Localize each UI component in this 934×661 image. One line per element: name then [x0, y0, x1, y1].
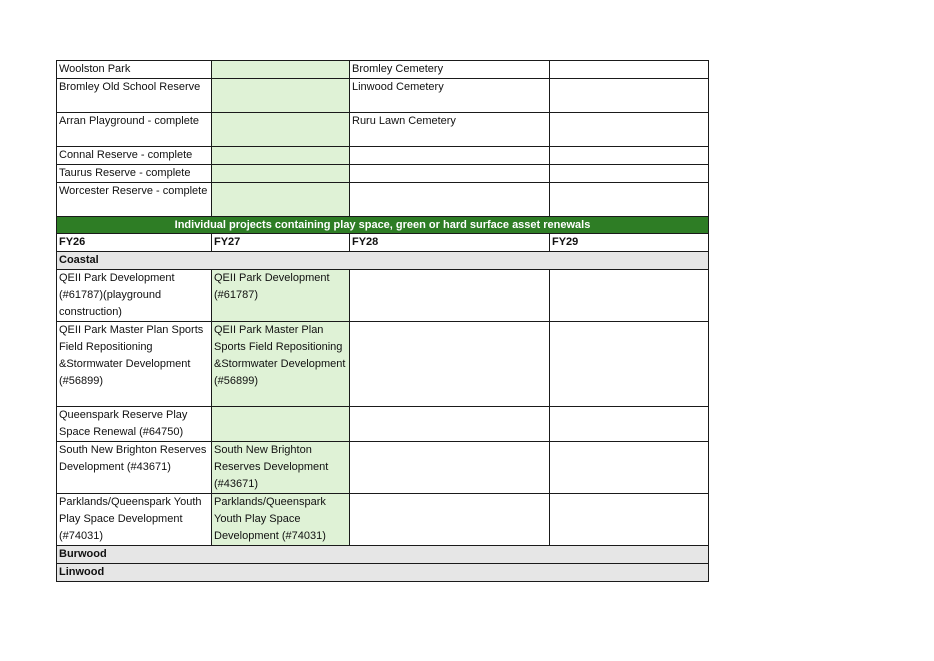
cell-fy27[interactable] — [211, 78, 350, 113]
table-row: Woolston Park Bromley Cemetery — [56, 60, 709, 79]
table-row: Worcester Reserve - complete — [56, 182, 709, 217]
header-fy26[interactable]: FY26 — [56, 233, 212, 252]
cell-fy27[interactable]: South New Brighton Reserves Development … — [211, 441, 350, 494]
table-row: South New Brighton Reserves Development … — [56, 441, 709, 494]
header-fy29[interactable]: FY29 — [549, 233, 709, 252]
cell-fy29[interactable] — [549, 269, 709, 322]
table-row: Parklands/Queenspark Youth Play Space De… — [56, 493, 709, 546]
cell-fy28[interactable] — [349, 441, 550, 494]
cell-fy29[interactable] — [549, 78, 709, 113]
cell-fy27[interactable] — [211, 182, 350, 217]
cell-fy26[interactable]: Woolston Park — [56, 60, 212, 79]
cell-fy26[interactable]: Worcester Reserve - complete — [56, 182, 212, 217]
cell-fy29[interactable] — [549, 60, 709, 79]
cell-fy28[interactable]: Linwood Cemetery — [349, 78, 550, 113]
cell-fy28[interactable] — [349, 182, 550, 217]
table-row: Connal Reserve - complete — [56, 146, 709, 165]
cell-fy27[interactable] — [211, 164, 350, 183]
cell-fy26[interactable]: QEII Park Development (#61787)(playgroun… — [56, 269, 212, 322]
cell-fy26[interactable]: Taurus Reserve - complete — [56, 164, 212, 183]
header-fy27[interactable]: FY27 — [211, 233, 350, 252]
cell-fy26[interactable]: Arran Playground - complete — [56, 112, 212, 147]
area-row-coastal: Coastal — [56, 251, 709, 270]
cell-fy27[interactable] — [211, 406, 350, 442]
cell-fy26[interactable]: Parklands/Queenspark Youth Play Space De… — [56, 493, 212, 546]
cell-fy29[interactable] — [549, 406, 709, 442]
cell-fy26[interactable]: Bromley Old School Reserve — [56, 78, 212, 113]
cell-fy28[interactable]: Bromley Cemetery — [349, 60, 550, 79]
section-banner-row: Individual projects containing play spac… — [56, 216, 709, 234]
cell-fy27[interactable]: QEII Park Master Plan Sports Field Repos… — [211, 321, 350, 407]
header-row: FY26 FY27 FY28 FY29 — [56, 233, 709, 252]
cell-fy28[interactable] — [349, 146, 550, 165]
area-label-burwood[interactable]: Burwood — [56, 545, 709, 564]
table-row: Taurus Reserve - complete — [56, 164, 709, 183]
header-fy28[interactable]: FY28 — [349, 233, 550, 252]
cell-fy29[interactable] — [549, 493, 709, 546]
cell-fy28[interactable] — [349, 493, 550, 546]
area-label-linwood[interactable]: Linwood — [56, 563, 709, 582]
area-row-burwood: Burwood — [56, 545, 709, 564]
cell-fy29[interactable] — [549, 146, 709, 165]
cell-fy27[interactable]: QEII Park Development (#61787) — [211, 269, 350, 322]
cell-fy26[interactable]: QEII Park Master Plan Sports Field Repos… — [56, 321, 212, 407]
cell-fy29[interactable] — [549, 112, 709, 147]
table-row: Bromley Old School Reserve Linwood Cemet… — [56, 78, 709, 113]
cell-fy27[interactable] — [211, 60, 350, 79]
area-label-coastal[interactable]: Coastal — [56, 251, 709, 270]
cell-fy26[interactable]: South New Brighton Reserves Development … — [56, 441, 212, 494]
table-row: Arran Playground - complete Ruru Lawn Ce… — [56, 112, 709, 147]
cell-fy28[interactable] — [349, 164, 550, 183]
spreadsheet-table: Woolston Park Bromley Cemetery Bromley O… — [56, 60, 709, 582]
cell-fy26[interactable]: Queenspark Reserve Play Space Renewal (#… — [56, 406, 212, 442]
cell-fy29[interactable] — [549, 164, 709, 183]
cell-fy28[interactable]: Ruru Lawn Cemetery — [349, 112, 550, 147]
table-row: QEII Park Master Plan Sports Field Repos… — [56, 321, 709, 407]
cell-fy27[interactable] — [211, 112, 350, 147]
cell-fy29[interactable] — [549, 441, 709, 494]
cell-fy28[interactable] — [349, 269, 550, 322]
cell-fy29[interactable] — [549, 321, 709, 407]
cell-fy27[interactable]: Parklands/Queenspark Youth Play Space De… — [211, 493, 350, 546]
area-row-linwood: Linwood — [56, 563, 709, 582]
table-row: Queenspark Reserve Play Space Renewal (#… — [56, 406, 709, 442]
cell-fy27[interactable] — [211, 146, 350, 165]
cell-fy28[interactable] — [349, 406, 550, 442]
section-banner[interactable]: Individual projects containing play spac… — [56, 216, 709, 234]
table-row: QEII Park Development (#61787)(playgroun… — [56, 269, 709, 322]
cell-fy29[interactable] — [549, 182, 709, 217]
cell-fy26[interactable]: Connal Reserve - complete — [56, 146, 212, 165]
cell-fy28[interactable] — [349, 321, 550, 407]
